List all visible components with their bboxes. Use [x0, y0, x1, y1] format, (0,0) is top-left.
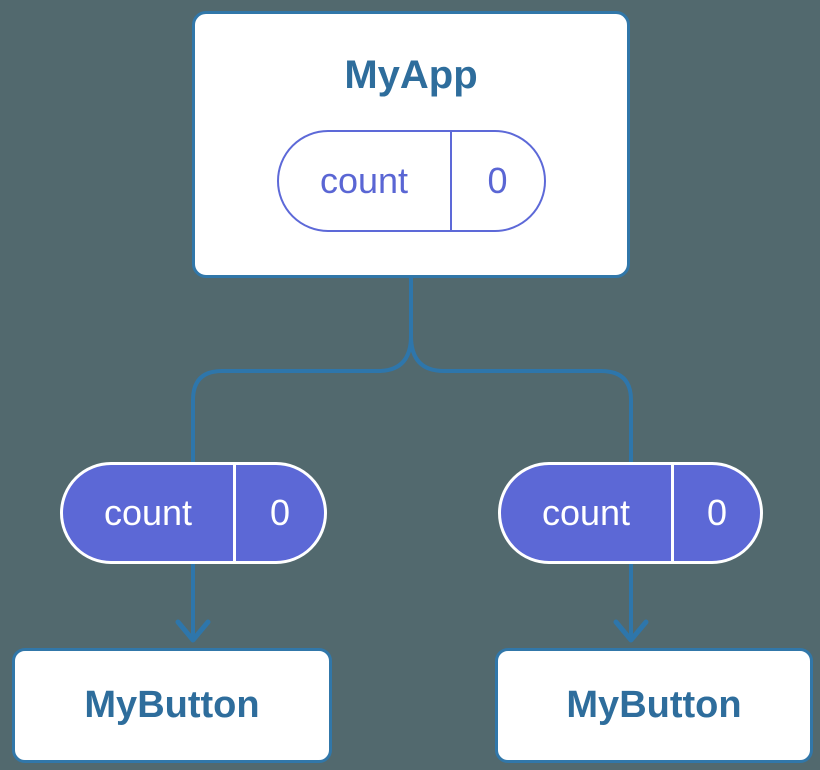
prop-name: count	[501, 465, 674, 561]
node-myapp: MyApp count 0	[192, 11, 630, 278]
prop-value: 0	[487, 160, 508, 201]
node-title: MyButton	[566, 684, 742, 726]
prop-value: 0	[269, 492, 291, 533]
prop-name: count	[63, 465, 236, 561]
node-title: MyApp	[344, 53, 478, 97]
edge-root-to-right-child	[409, 278, 633, 636]
prop-pill-right: count 0	[498, 462, 763, 564]
edge-root-to-left-child	[191, 278, 413, 636]
node-mybutton-right: MyButton	[495, 648, 813, 763]
node-title: MyButton	[84, 684, 260, 726]
node-mybutton-left: MyButton	[12, 648, 332, 763]
prop-value: 0	[706, 492, 728, 533]
prop-pill-root: count 0	[276, 130, 546, 232]
prop-pill-left: count 0	[60, 462, 327, 564]
arrow-down-icon	[175, 619, 211, 643]
arrow-down-icon	[613, 619, 649, 643]
prop-name: count	[279, 132, 452, 230]
